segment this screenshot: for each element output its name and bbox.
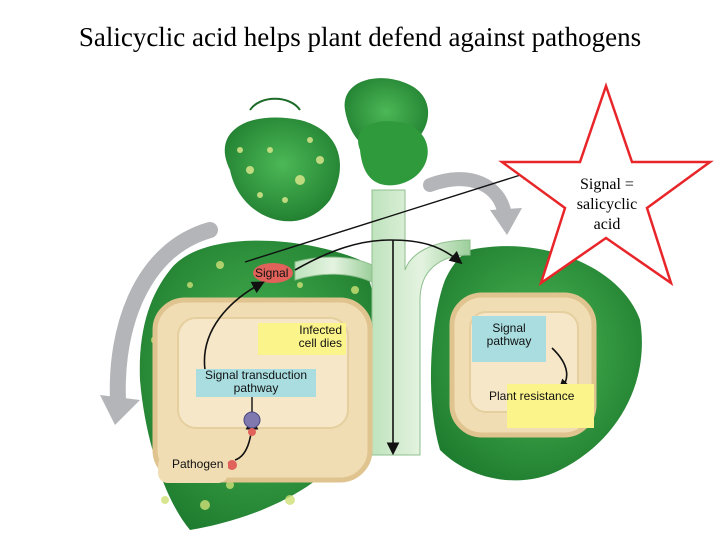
right-gray-arrow	[423, 172, 512, 222]
infected-to-signal-arrow	[203, 281, 265, 371]
signal-callout-star	[498, 82, 714, 287]
infected-cell-label: Infected cell dies	[258, 323, 346, 355]
signal-blob	[253, 263, 293, 283]
callout-text: Signal = salicyclic acid	[576, 176, 638, 233]
signal-path-arrow	[294, 239, 463, 271]
pathogen-label: Pathogen	[158, 455, 228, 483]
plant-resistance-label: Plant resistance	[489, 384, 594, 428]
slide-title: Salicyclic acid helps plant defend again…	[78, 22, 642, 52]
signal-label: Signal	[255, 266, 289, 280]
signal-transduction-label: Signal transduction pathway	[196, 369, 316, 397]
receptor-icon	[243, 411, 261, 429]
callout-line	[244, 169, 533, 263]
stem	[371, 189, 471, 456]
top-leaves	[224, 78, 429, 222]
left-gray-arrow	[109, 222, 218, 408]
pathogen-icon	[227, 460, 237, 470]
signal-pathway-label: Signal pathway	[472, 316, 546, 362]
